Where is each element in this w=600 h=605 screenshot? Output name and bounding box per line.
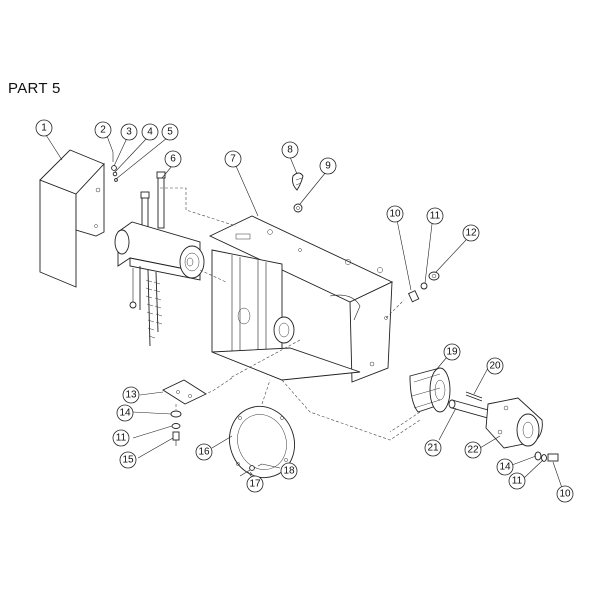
callout-label: 11 [430,211,441,222]
part-small-screw-and-nut [239,463,263,477]
assembly-guide-lines [160,187,421,481]
callout-22: 22 [464,441,482,459]
part-bolt-washer-cap-top [407,271,440,303]
callout-11-top: 11 [426,207,444,225]
callout-label: 10 [559,489,571,500]
callout-10-top: 10 [386,205,404,223]
callout-1: 1 [35,119,53,137]
callout-3: 3 [120,123,138,141]
part-gasket-ring [229,405,295,479]
callout-label: 7 [230,154,236,165]
callout-label: 16 [198,447,210,458]
callout-19: 19 [443,343,461,361]
part-mounting-plate [162,379,207,405]
page-title: PART 5 [8,80,61,97]
callout-label: 19 [446,347,458,358]
callout-label: 4 [147,127,153,138]
callout-11-right: 11 [508,472,526,490]
callout-label: 11 [512,476,523,487]
callout-label: 14 [119,408,131,419]
callout-label: 14 [499,462,511,473]
callout-label: 22 [467,445,479,456]
callout-8: 8 [281,141,299,159]
callout-21: 21 [424,439,442,457]
callout-17: 17 [246,475,264,493]
part-hook-and-nut [292,172,304,213]
callout-16: 16 [195,443,213,461]
callout-label: 6 [170,154,176,165]
leader-lines [45,134,563,489]
callout-10-right: 10 [556,485,574,503]
part-bolt-stack-left [170,410,182,446]
part-shaft-assembly [114,171,205,347]
callout-6: 6 [164,150,182,168]
callout-label: 18 [283,466,295,477]
callout-20: 20 [486,357,504,375]
callout-label: 21 [427,443,439,454]
part-pin [465,391,483,402]
callout-5: 5 [161,123,179,141]
part-small-screws-2-5 [111,152,118,182]
callout-label: 9 [325,161,331,172]
callout-12: 12 [462,224,480,242]
callout-label: 1 [41,123,47,134]
callout-label: 5 [167,127,173,138]
callout-label: 13 [125,390,137,401]
callout-11-left: 11 [112,429,130,447]
callout-label: 2 [100,125,106,136]
callout-label: 8 [287,145,293,156]
callout-label: 3 [126,127,132,138]
callout-label: 11 [116,433,127,444]
callout-label: 10 [389,209,401,220]
callout-14-left: 14 [116,404,134,422]
part-gearbox [485,397,543,449]
callout-14-right: 14 [496,458,514,476]
part-cover-panel [39,149,105,288]
part-bolt-stack-right [534,451,559,462]
callout-label: 20 [489,361,501,372]
callout-18: 18 [280,462,298,480]
callout-label: 15 [122,455,134,466]
callout-7: 7 [224,150,242,168]
callout-13: 13 [122,386,140,404]
part-drive-shaft [448,399,489,419]
part-main-housing [208,215,394,383]
callout-4: 4 [141,123,159,141]
callout-label: 17 [249,479,261,490]
callout-2: 2 [94,121,112,139]
callout-label: 12 [465,228,477,239]
callout-9: 9 [319,157,337,175]
callout-15: 15 [119,451,137,469]
part-gear-hub [409,367,451,413]
